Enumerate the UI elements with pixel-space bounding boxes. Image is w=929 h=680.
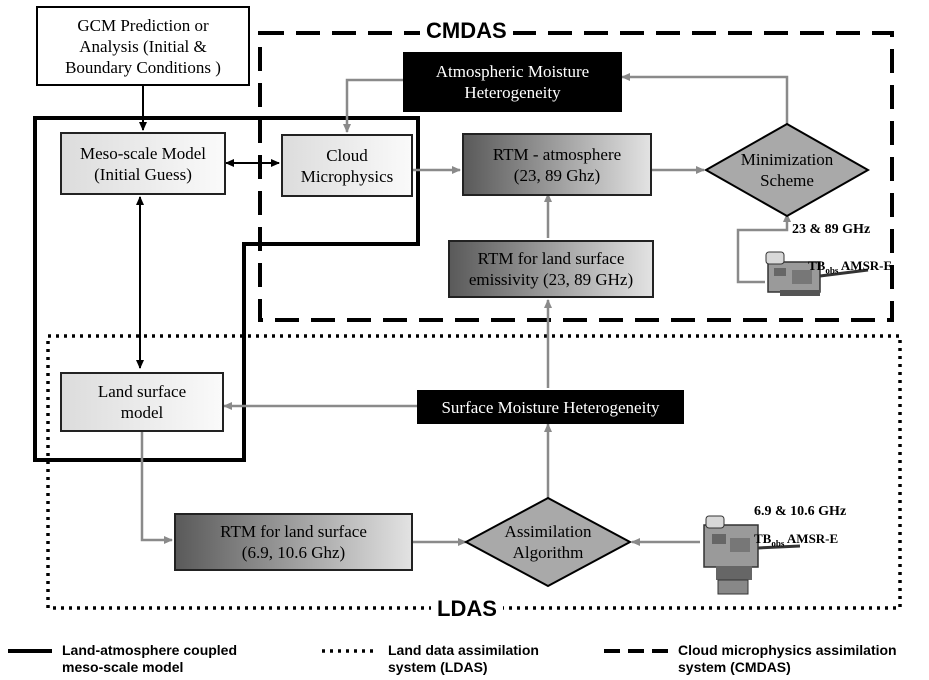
arrow-atm-to-cloud (343, 78, 403, 133)
ldas-tb-label: TBobs AMSR-E (754, 531, 838, 549)
surface-moisture-box: Surface Moisture Heterogeneity (417, 390, 684, 424)
cmdas-frequency: 23 & 89 GHz (792, 222, 871, 237)
atmospheric-moisture-box: Atmospheric Moisture Heterogeneity (403, 52, 622, 112)
cmdas-label: CMDAS (420, 18, 513, 44)
ldas-frequency: 6.9 & 10.6 GHz (754, 504, 847, 519)
arrow-land-to-rtm-land (140, 432, 173, 544)
land-surface-model-box: Land surface model (60, 372, 224, 432)
assimilation-diamond (463, 496, 633, 588)
rtm-land-surface-box: RTM for land surface (6.9, 10.6 Ghz) (174, 513, 413, 571)
arrow-sat-to-minimization (736, 213, 791, 284)
meso-scale-model-box: Meso-scale Model (Initial Guess) (60, 132, 226, 195)
assimilation-label: Assimilation Algorithm (504, 522, 592, 562)
tb-text: TB (808, 258, 826, 273)
tb-subscript: obs (825, 265, 839, 276)
legend-solid-text: Land-atmosphere coupled meso-scale model (62, 642, 238, 675)
tb-text: TB (754, 531, 772, 546)
coupled-model-boundary (33, 116, 420, 462)
tb-subscript: obs (771, 538, 785, 549)
satellite-icon-cmdas (765, 251, 869, 296)
rtm-atmosphere-box: RTM - atmosphere (23, 89 Ghz) (462, 133, 652, 196)
rtm-emissivity-box: RTM for land surface emissivity (23, 89 … (448, 240, 654, 298)
legend-dashed-text: Cloud microphysics assimilation system (… (678, 642, 897, 675)
gcm-box: GCM Prediction or Analysis (Initial & Bo… (36, 6, 250, 86)
cloud-microphysics-box: Cloud Microphysics (281, 134, 413, 197)
ldas-label: LDAS (431, 596, 503, 622)
minimization-diamond (703, 122, 871, 218)
cmdas-tb-label: TBobs AMSR-E (808, 258, 892, 276)
arrow-minimization-to-atm (621, 73, 789, 126)
ldas-boundary (46, 334, 902, 610)
sensor-text: AMSR-E (786, 531, 839, 546)
satellite-icon-ldas (703, 515, 801, 595)
sensor-text: AMSR-E (840, 258, 893, 273)
legend-dotted-text: Land data assimilation system (LDAS) (388, 642, 539, 675)
cmdas-boundary (258, 31, 894, 322)
minimization-label: Minimization Scheme (740, 150, 834, 190)
